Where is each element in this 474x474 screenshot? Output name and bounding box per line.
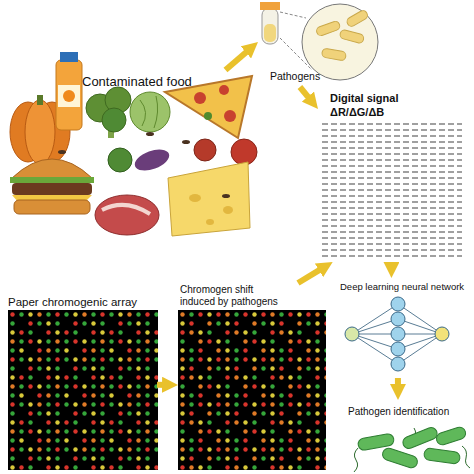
output-neuron xyxy=(435,327,449,341)
paper-array xyxy=(8,310,158,470)
bacterium-rod xyxy=(345,9,369,28)
flagellum xyxy=(462,446,470,468)
orange-icon xyxy=(63,90,75,102)
bottle-cap xyxy=(60,52,78,62)
cheese-hole xyxy=(189,194,201,202)
figure-panel: Pathogen identification xyxy=(345,400,470,472)
eggplant xyxy=(132,145,172,174)
figure-panel: Digital signalΔR/ΔG/ΔB xyxy=(318,92,465,262)
bug xyxy=(182,140,190,144)
burger-bun xyxy=(14,200,90,214)
meat-steak xyxy=(95,195,159,235)
cabbage-vein xyxy=(140,96,158,128)
zoom-circle xyxy=(302,4,378,80)
figure-panel: Pathogens xyxy=(258,2,385,87)
panel-label: Pathogens xyxy=(270,70,320,83)
cheese-wedge xyxy=(168,162,250,236)
signal-matrix xyxy=(322,122,462,258)
bug xyxy=(58,150,66,154)
input-neuron xyxy=(345,327,359,341)
burger-bun xyxy=(12,159,92,178)
bacterium-rod xyxy=(321,48,346,61)
panel-sublabel: ΔR/ΔG/ΔB xyxy=(330,106,384,119)
hidden-neuron xyxy=(391,327,405,341)
figure-panel: Paper chromogenic array xyxy=(5,290,157,472)
hidden-neuron xyxy=(391,297,405,311)
flow-arrow xyxy=(157,382,178,388)
flow-arrow xyxy=(395,378,401,400)
tube-liquid xyxy=(264,24,276,42)
meat-fat xyxy=(102,205,150,214)
bug xyxy=(146,132,154,136)
panel-label: Contaminated food xyxy=(82,74,192,90)
juice-bottle xyxy=(56,60,82,130)
array-spots xyxy=(178,310,326,470)
cabbage xyxy=(130,92,170,132)
burger-patty xyxy=(12,183,92,195)
flow-arrow xyxy=(298,262,333,283)
pepperoni xyxy=(219,85,229,95)
figure-panel: Contaminated food xyxy=(5,70,250,242)
bacterium xyxy=(401,426,439,451)
bottle-label xyxy=(58,85,80,107)
broccoli-floret xyxy=(102,108,126,132)
shifted-array xyxy=(178,310,326,470)
hidden-neuron xyxy=(391,357,405,371)
figure-panel: Deep learning neural network xyxy=(338,278,465,378)
panel-label: Digital signal xyxy=(330,92,398,105)
pumpkin-stem xyxy=(37,95,43,105)
bacterium xyxy=(423,448,460,465)
tomato xyxy=(231,139,257,165)
hidden-neuron xyxy=(391,342,405,356)
cheese-hole xyxy=(223,206,233,214)
network-links xyxy=(352,304,442,364)
flow-arrow xyxy=(226,42,259,70)
hidden-neuron xyxy=(391,312,405,326)
burger-lettuce xyxy=(10,177,94,183)
green-vegetable xyxy=(108,148,132,172)
panel-label: Deep learning neural network xyxy=(340,281,464,292)
cheese-hole xyxy=(206,219,214,225)
panel-label: Chromogen shift induced by pathogens xyxy=(180,284,284,308)
flagellum xyxy=(354,448,358,472)
flow-arrow xyxy=(388,262,394,278)
zoom-line xyxy=(280,12,306,18)
figure-panel: Chromogen shift induced by pathogens xyxy=(178,283,328,472)
pepperoni xyxy=(224,110,236,122)
tube-cap xyxy=(260,2,280,10)
apple xyxy=(194,139,216,161)
pumpkin-lobe xyxy=(25,100,55,164)
pepper-bit xyxy=(204,112,212,120)
flow-arrow xyxy=(300,87,318,109)
bug xyxy=(222,194,230,198)
bacterium-rod xyxy=(315,20,341,37)
array-spots xyxy=(8,310,158,470)
panel-label: Paper chromogenic array xyxy=(8,296,137,310)
sample-tube xyxy=(262,8,278,44)
panel-label: Pathogen identification xyxy=(348,406,449,418)
pepperoni xyxy=(194,92,206,104)
bacterium-rod xyxy=(339,29,365,44)
bacterium xyxy=(381,447,419,470)
bacterium xyxy=(435,426,467,447)
